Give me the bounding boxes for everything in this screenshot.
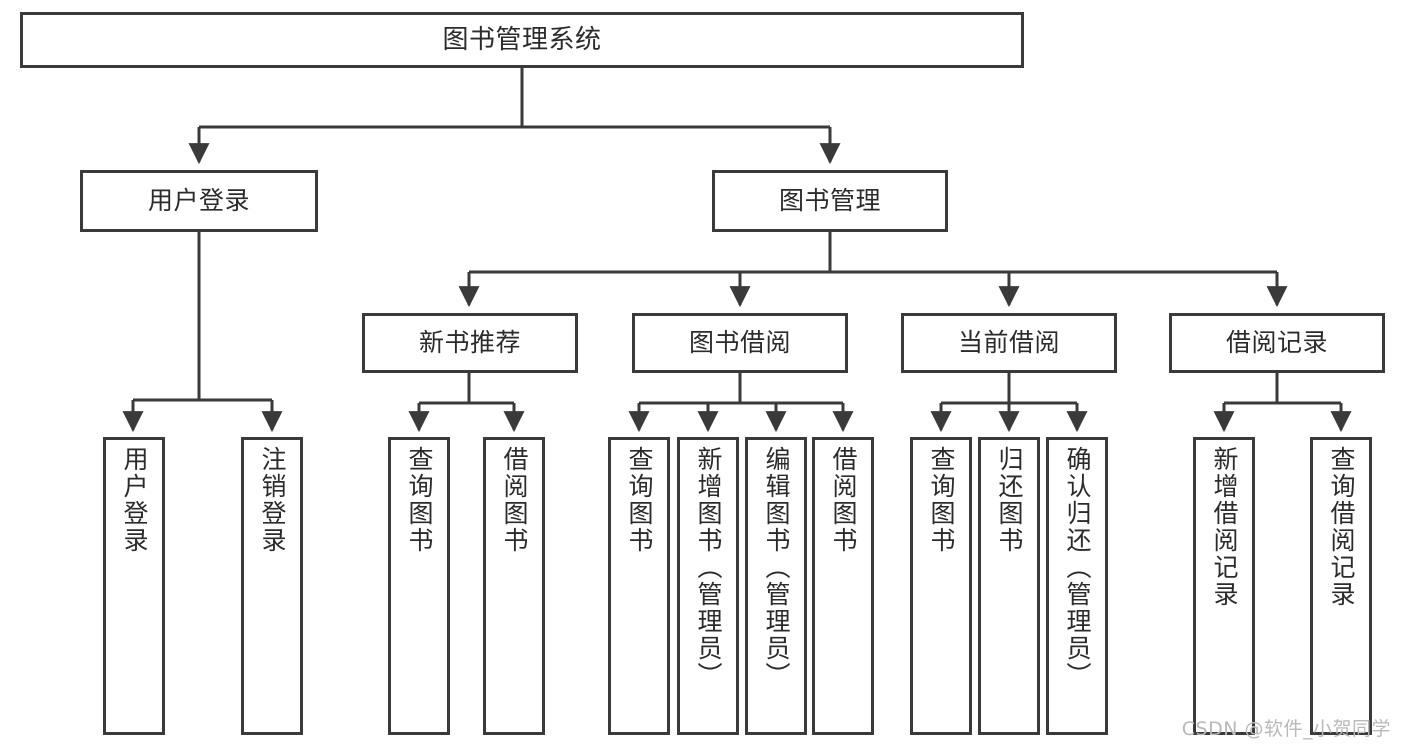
node-book-manage[interactable]: 图书管理 [712,170,948,232]
node-user-login[interactable]: 用户登录 [80,170,318,232]
watermark: CSDN @软件_小贺同学 [1181,718,1391,740]
node-new-book-recommend[interactable]: 新书推荐 [362,313,578,373]
node-book-borrow[interactable]: 图书借阅 [632,313,848,373]
node-book-borrow-label: 图书借阅 [688,328,791,358]
leaf-query-book-1[interactable]: 查询图书 [388,437,450,735]
leaf-add-book[interactable]: 新增图书（管理员） [677,437,739,735]
leaf-edit-book[interactable]: 编辑图书（管理员） [745,437,807,735]
leaf-borrow-book-1[interactable]: 借阅图书 [483,437,545,735]
leaf-user-login-label: 用户登录 [120,446,149,554]
leaf-query-record-label: 查询借阅记录 [1327,446,1356,608]
leaf-add-record-label: 新增借阅记录 [1210,446,1239,608]
node-current-borrow-label: 当前借阅 [957,328,1060,358]
node-new-book-recommend-label: 新书推荐 [418,328,521,358]
node-borrow-record-label: 借阅记录 [1225,328,1328,358]
leaf-user-login[interactable]: 用户登录 [103,437,165,735]
node-current-borrow[interactable]: 当前借阅 [901,313,1117,373]
leaf-borrow-book-1-label: 借阅图书 [500,446,529,554]
leaf-query-record[interactable]: 查询借阅记录 [1310,437,1372,735]
leaf-add-record[interactable]: 新增借阅记录 [1193,437,1255,735]
leaf-borrow-book-2[interactable]: 借阅图书 [812,437,874,735]
leaf-return-book-label: 归还图书 [995,446,1024,554]
leaf-query-book-3-label: 查询图书 [927,446,956,554]
node-user-login-label: 用户登录 [147,186,250,216]
leaf-confirm-return[interactable]: 确认归还（管理员） [1046,437,1108,735]
leaf-user-logout[interactable]: 注销登录 [241,437,303,735]
leaf-return-book[interactable]: 归还图书 [978,437,1040,735]
leaf-query-book-1-label: 查询图书 [405,446,434,554]
leaf-query-book-3[interactable]: 查询图书 [910,437,972,735]
leaf-edit-book-label: 编辑图书（管理员） [762,446,791,689]
node-root-label: 图书管理系统 [442,24,602,55]
leaf-confirm-return-label: 确认归还（管理员） [1063,446,1092,689]
node-root[interactable]: 图书管理系统 [20,12,1024,68]
leaf-borrow-book-2-label: 借阅图书 [829,446,858,554]
leaf-query-book-2-label: 查询图书 [625,446,654,554]
leaf-query-book-2[interactable]: 查询图书 [608,437,670,735]
node-book-manage-label: 图书管理 [778,186,881,216]
leaf-user-logout-label: 注销登录 [258,446,287,554]
leaf-add-book-label: 新增图书（管理员） [694,446,723,689]
node-borrow-record[interactable]: 借阅记录 [1169,313,1385,373]
